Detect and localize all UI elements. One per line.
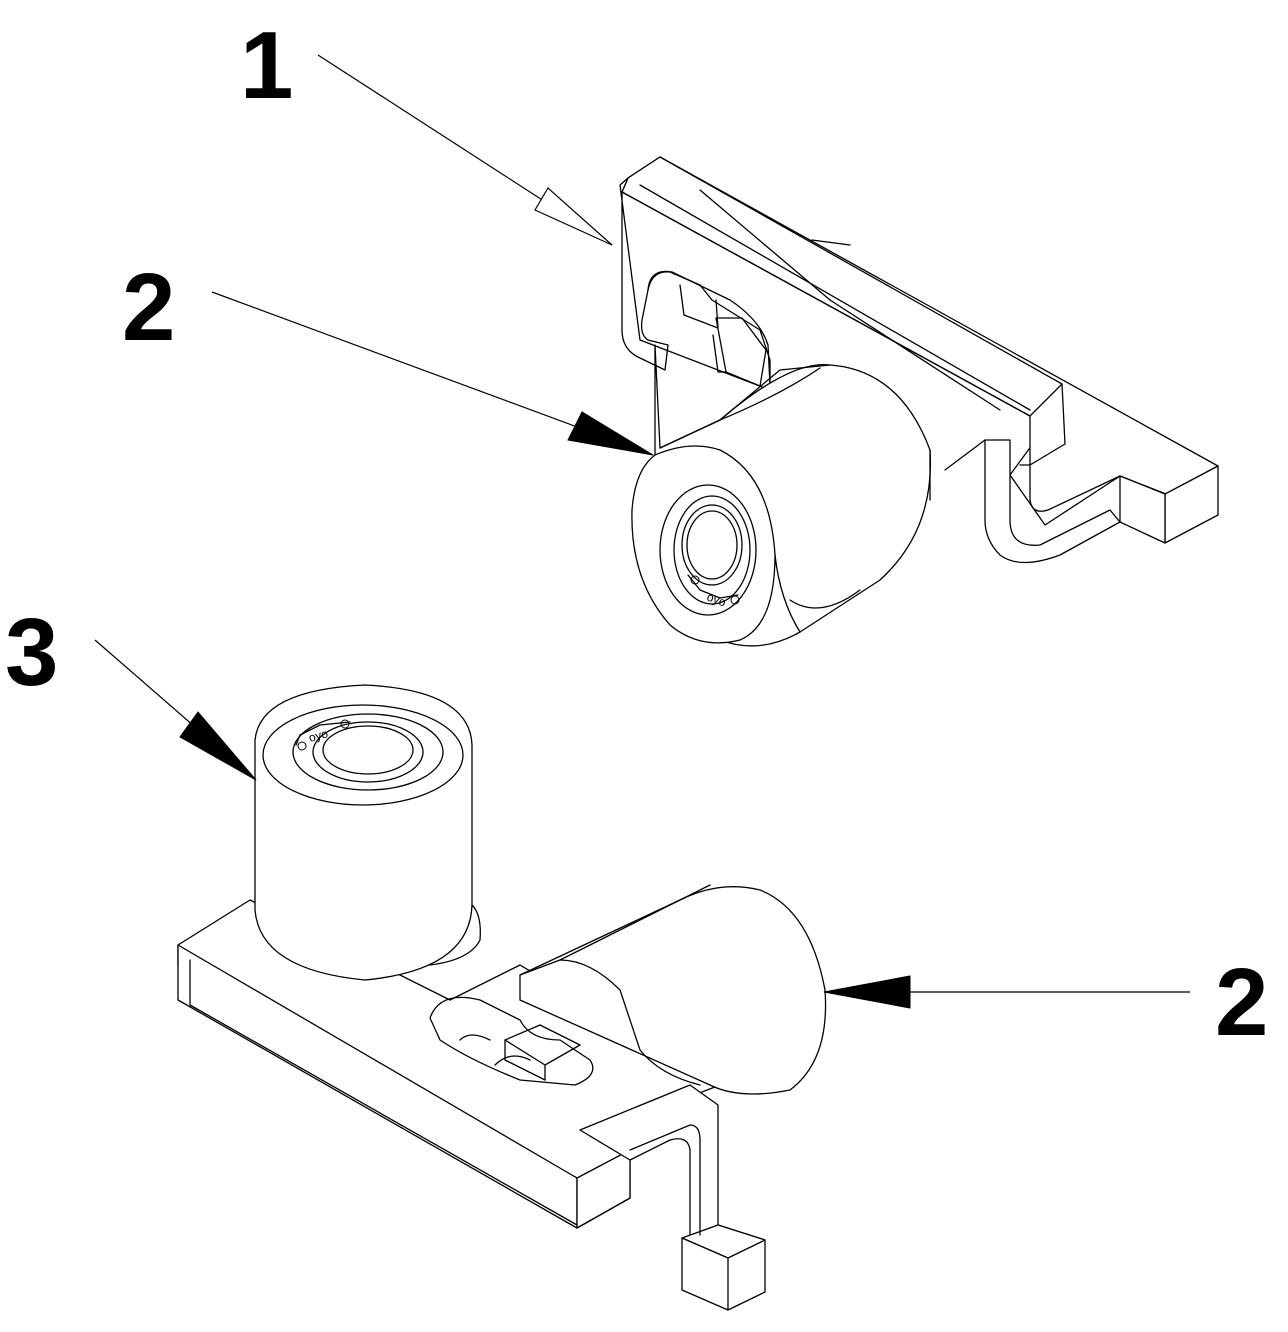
svg-text:oyo: oyo <box>705 590 728 610</box>
callout-1: 1 <box>240 12 293 119</box>
callout-2-lower: 2 <box>1215 949 1268 1056</box>
callout-3: 3 <box>5 599 58 706</box>
lower-roller <box>519 886 827 1095</box>
callouts: 1 2 3 2 <box>5 12 1268 1056</box>
leader-lines <box>94 54 1190 1009</box>
callout-2-upper: 2 <box>122 254 175 361</box>
svg-text:oyo: oyo <box>307 726 330 745</box>
lower-assembly: oyo <box>177 684 827 1311</box>
upper-assembly: oyo <box>619 156 1219 647</box>
arrow-3 <box>179 711 257 781</box>
arrow-2-lower <box>823 975 911 1009</box>
arrow-2-upper <box>567 411 654 456</box>
lower-post <box>254 684 473 981</box>
arrow-1-open <box>534 187 613 246</box>
